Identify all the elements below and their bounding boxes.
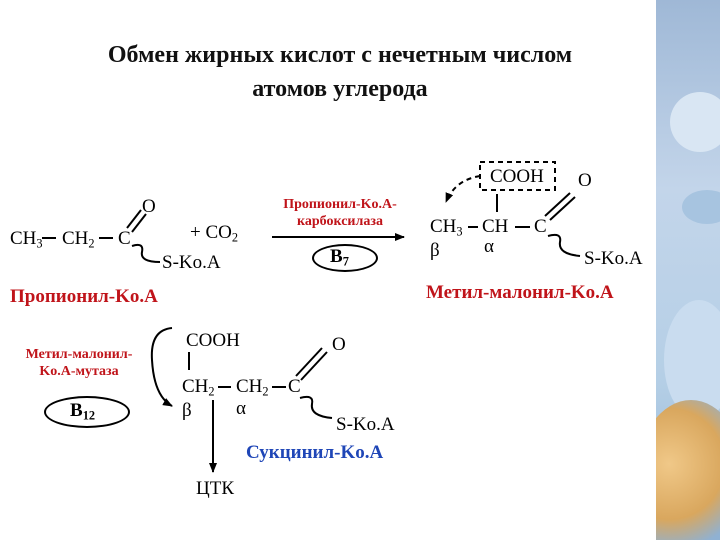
propionyl-skoa: S-Ko.A — [162, 252, 221, 273]
double-bond-line — [544, 192, 571, 217]
propionyl-oxygen: O — [142, 196, 156, 217]
carboxylase-label: Пропионил-Ko.A-карбоксилаза — [283, 197, 397, 229]
cell-organelle-icon — [670, 92, 720, 152]
propionyl-ch3: CH3 — [10, 228, 43, 251]
plus-co2: + CO2 — [190, 222, 239, 245]
methylmalonyl-skoa: S-Ko.A — [584, 248, 643, 269]
methylmalonyl-beta: β — [430, 240, 440, 261]
succinyl-cooh: COOH — [186, 330, 240, 351]
double-bond-line — [300, 351, 328, 381]
b12-cofactor: B12 — [70, 400, 96, 423]
wavy-bond — [131, 243, 161, 263]
carboxyl-transfer-arrow — [445, 175, 481, 203]
methylmalonyl-alpha: α — [484, 236, 494, 257]
double-bond-line — [295, 347, 323, 377]
succinyl-skoa: S-Ko.A — [336, 414, 395, 435]
double-bond-line — [126, 209, 142, 229]
wavy-bond — [299, 395, 333, 419]
ttk-label: ЦТК — [196, 478, 234, 499]
succinyl-ch2-beta: CH2 — [182, 376, 215, 399]
succinyl-beta: β — [182, 400, 192, 421]
decorative-cell-panel — [656, 0, 720, 540]
methylmalonyl-ch: CH — [482, 216, 509, 237]
succinyl-alpha: α — [236, 398, 246, 419]
wavy-bond — [547, 233, 581, 257]
methylmalonyl-carbon: C — [534, 216, 547, 237]
methylmalonyl-coa-label: Метил-малонил-Ko.A — [426, 282, 614, 303]
double-bond-line — [131, 213, 147, 233]
title-line-2: атомов углерода — [252, 76, 428, 102]
b12-oval — [44, 396, 130, 428]
slide-title: Обмен жирных кислот с нечетным числом ат… — [40, 38, 640, 106]
double-bond-line — [549, 196, 576, 221]
succinyl-ch2-alpha: CH2 — [236, 376, 269, 399]
b7-oval — [312, 244, 378, 272]
cell-nucleus-icon — [656, 400, 720, 540]
propionyl-coa-label: Пропионил-Ko.A — [10, 286, 158, 307]
propionyl-ch2: CH2 — [62, 228, 95, 251]
mutase-arrow — [150, 327, 173, 407]
methylmalonyl-oxygen: O — [578, 170, 592, 191]
succinyl-oxygen: O — [332, 334, 346, 355]
b7-cofactor: B7 — [330, 246, 349, 269]
mutase-label: Метил-малонил-Ko.A-мутаза — [25, 347, 133, 379]
methylmalonyl-cooh: COOH — [490, 166, 544, 187]
propionyl-carbon: C — [118, 228, 131, 249]
methylmalonyl-ch3: CH3 — [430, 216, 463, 239]
succinyl-carbon: C — [288, 376, 301, 397]
succinyl-coa-label: Сукцинил-Ko.A — [246, 442, 384, 463]
title-line-1: Обмен жирных кислот с нечетным числом — [107, 42, 573, 68]
cell-organelle-icon — [682, 190, 720, 224]
